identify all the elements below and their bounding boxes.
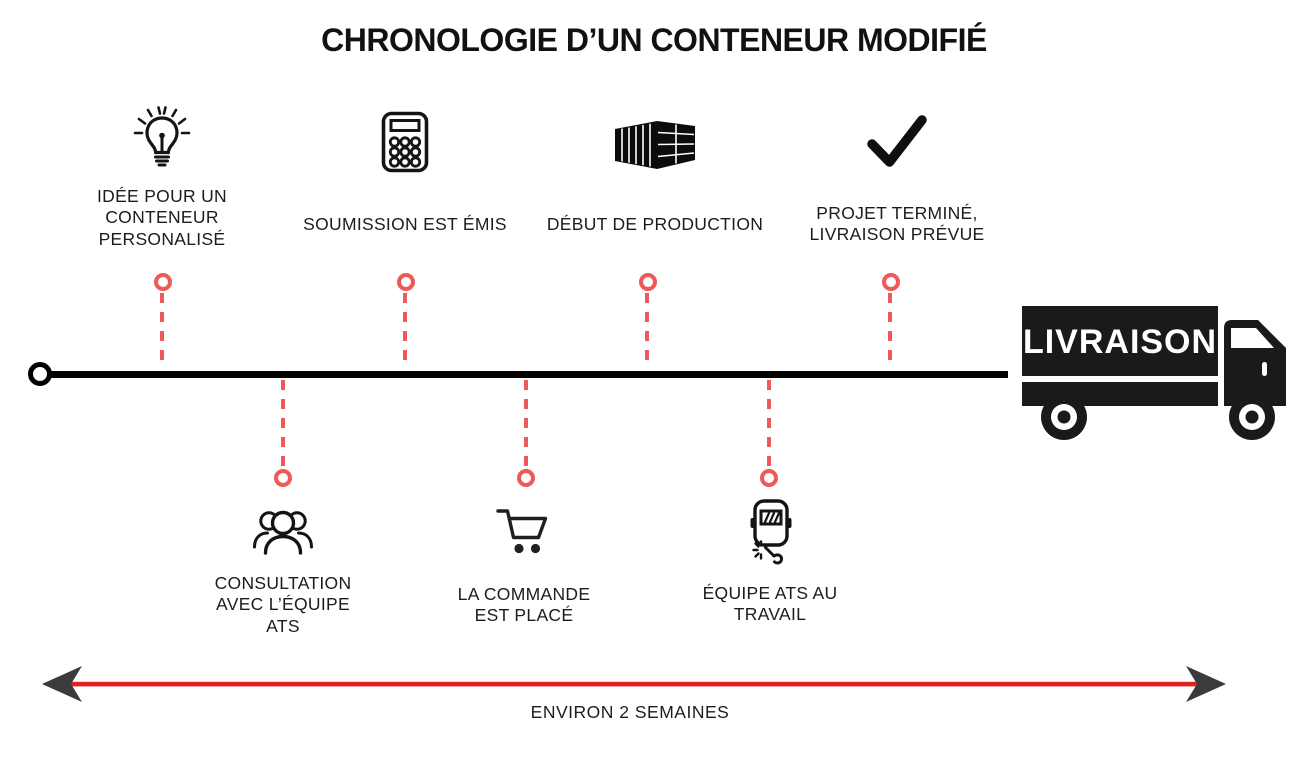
milestone-consultation: CONSULTATION AVEC L’ÉQUIPE ATS: [173, 500, 393, 637]
truck-wheels: [1041, 394, 1275, 440]
connector-project-complete: [888, 293, 892, 368]
milestone-project-complete: PROJET TERMINÉ, LIVRAISON PRÉVUE: [787, 110, 1007, 246]
marker-idea: [154, 273, 172, 291]
page-title: CHRONOLOGIE D’UN CONTENEUR MODIFIÉ: [321, 22, 987, 58]
milestone-label: LA COMMANDE EST PLACÉ: [457, 584, 591, 626]
connector-quote: [403, 293, 407, 368]
connector-team-at-work: [767, 380, 771, 466]
marker-team-at-work: [760, 469, 778, 487]
double-arrow-icon: [42, 666, 1226, 702]
calculator-icon: [381, 111, 429, 173]
checkmark-icon: [867, 115, 927, 167]
milestone-label: DÉBUT DE PRODUCTION: [546, 214, 764, 234]
lightbulb-icon: [133, 106, 191, 167]
connector-order-placed: [524, 380, 528, 466]
shipping-container-icon: [615, 121, 695, 169]
duration-label: ENVIRON 2 SEMAINES: [530, 702, 730, 722]
milestone-idea: IDÉE POUR UN CONTENEUR PERSONALISÉ: [52, 106, 272, 250]
milestone-label: CONSULTATION AVEC L’ÉQUIPE ATS: [214, 573, 352, 636]
marker-consultation: [274, 469, 292, 487]
milestone-label: IDÉE POUR UN CONTENEUR PERSONALISÉ: [96, 186, 227, 249]
milestone-label: SOUMISSION EST ÉMIS: [303, 214, 507, 234]
timeline-start-ring: [28, 362, 52, 386]
welding-helmet-icon: [750, 499, 792, 565]
milestone-label: ÉQUIPE ATS AU TRAVAIL: [702, 583, 838, 625]
delivery-truck: LIVRAISON: [1012, 298, 1294, 446]
truck-label: LIVRAISON: [1023, 323, 1217, 361]
shopping-cart-icon: [496, 509, 548, 554]
milestone-order-placed: LA COMMANDE EST PLACÉ: [414, 500, 634, 627]
marker-production-start: [639, 273, 657, 291]
delivery-truck-icon: LIVRAISON: [1022, 306, 1286, 440]
milestone-label: PROJET TERMINÉ, LIVRAISON PRÉVUE: [809, 203, 985, 245]
connector-idea: [160, 293, 164, 368]
marker-project-complete: [882, 273, 900, 291]
connector-production-start: [645, 293, 649, 368]
milestone-quote: SOUMISSION EST ÉMIS: [295, 110, 515, 235]
team-icon: [253, 510, 313, 555]
marker-quote: [397, 273, 415, 291]
duration-arrow: [30, 658, 1238, 710]
marker-order-placed: [517, 469, 535, 487]
milestone-team-at-work: ÉQUIPE ATS AU TRAVAIL: [660, 499, 880, 626]
milestone-production-start: DÉBUT DE PRODUCTION: [535, 112, 775, 235]
connector-consultation: [281, 380, 285, 466]
timeline-line: [50, 371, 1008, 378]
